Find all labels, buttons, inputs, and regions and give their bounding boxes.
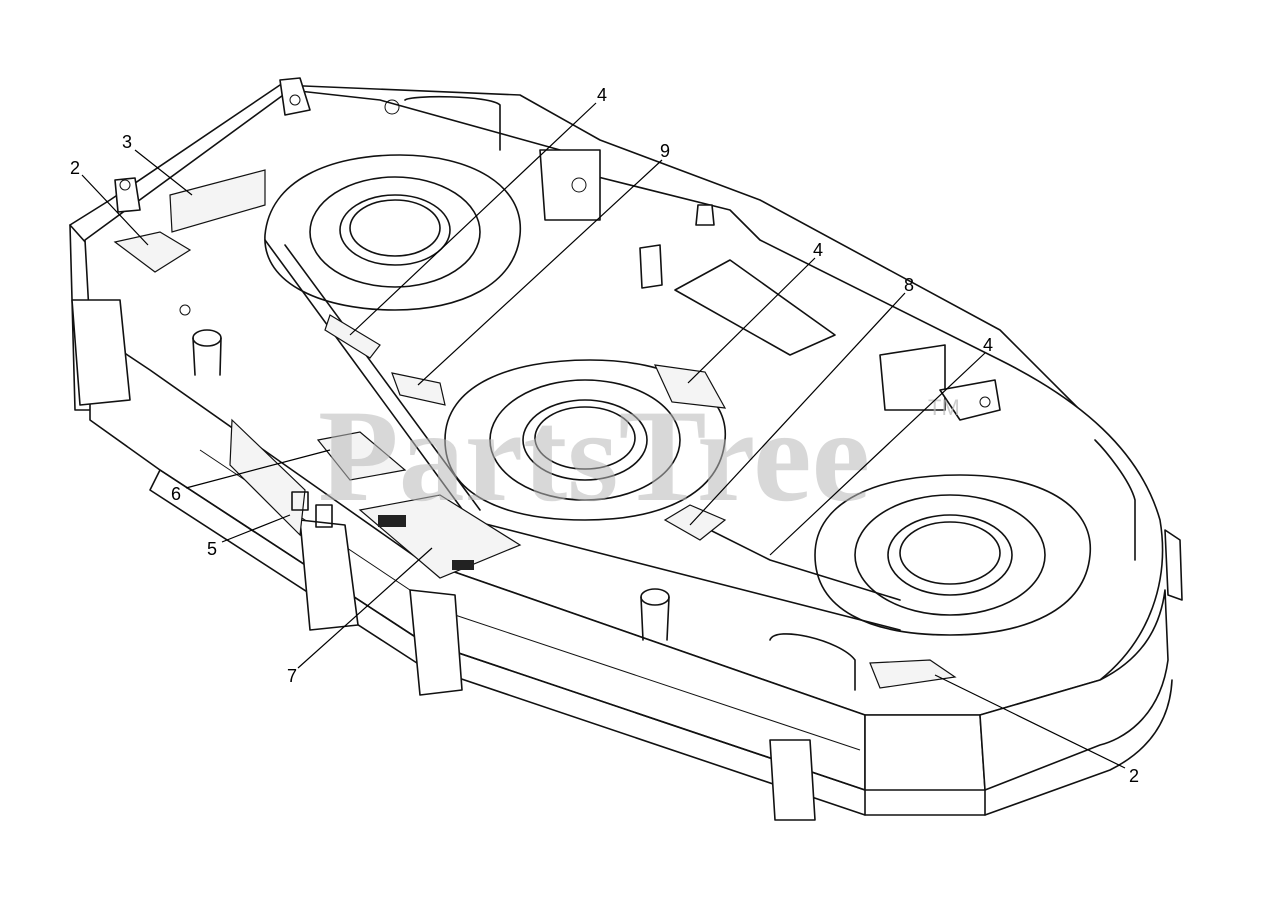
leader-3 [134, 149, 193, 196]
leader-4-center [687, 257, 816, 384]
callout-5: 5 [207, 539, 217, 559]
watermark-text: PartsTree [318, 382, 870, 529]
left-spindle [264, 154, 521, 311]
leader-2-left [81, 174, 149, 246]
decals [113, 169, 957, 689]
leader-2-right [934, 674, 1126, 769]
leader-4-right [769, 352, 986, 556]
leader-8 [689, 292, 906, 526]
leader-7 [297, 547, 433, 669]
callout-9: 9 [660, 141, 670, 161]
watermark-tm: TM [928, 395, 960, 420]
leader-5 [221, 514, 291, 543]
decal-4-center [653, 364, 727, 409]
decal-8 [663, 504, 727, 541]
mower-deck [69, 77, 1183, 821]
callout-4-center: 4 [813, 240, 823, 260]
decal-3 [169, 169, 266, 233]
leader-6 [185, 449, 331, 489]
callout-3: 3 [122, 132, 132, 152]
callout-6: 6 [171, 484, 181, 504]
decal-6 [316, 431, 407, 481]
leader-9 [417, 159, 663, 386]
center-spindle [444, 359, 726, 521]
callout-labels: 4 9 3 2 4 8 4 6 5 7 2 [70, 85, 1139, 786]
decal-2-right [869, 659, 957, 689]
callout-7: 7 [287, 666, 297, 686]
leader-lines [81, 102, 1126, 769]
decal-2-left [113, 231, 192, 273]
callout-2-left: 2 [70, 158, 80, 178]
leader-4-rear [349, 102, 597, 336]
watermark: PartsTree TM [318, 382, 960, 529]
callout-2-right: 2 [1129, 766, 1139, 786]
decal-5 [229, 418, 306, 537]
callout-4-right: 4 [983, 335, 993, 355]
callout-4-rear: 4 [597, 85, 607, 105]
callout-8: 8 [904, 275, 914, 295]
decal-4-rear [324, 314, 381, 359]
